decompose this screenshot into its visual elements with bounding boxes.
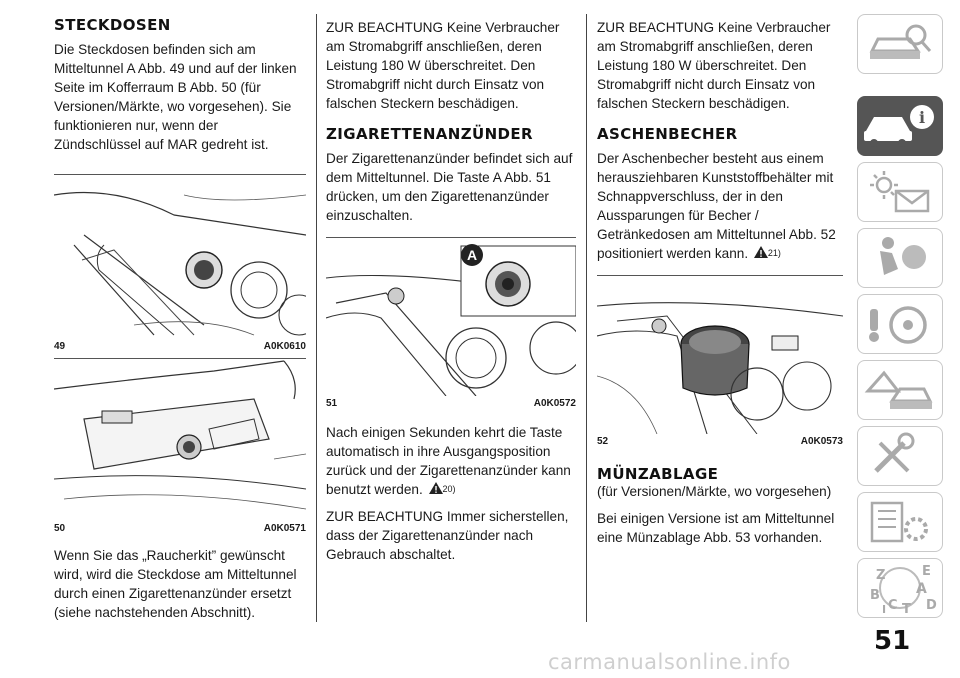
socket-illustration-49: [54, 175, 306, 339]
ashtray-illustration: [597, 276, 843, 434]
nav-tab-steering-wheel[interactable]: [857, 294, 943, 354]
reference-number: 20): [442, 484, 456, 494]
figure-number: 49: [54, 341, 66, 352]
index-icon: Z E A B C T D I: [870, 564, 937, 617]
paragraph: ZUR BEACHTUNG Keine Verbraucher am Strom…: [597, 20, 831, 111]
paragraph: ZUR BEACHTUNG Immer sicherstellen, dass …: [326, 509, 569, 562]
svg-text:i: i: [919, 108, 925, 127]
figure-number: 51: [326, 398, 338, 409]
index-letter: E: [922, 564, 931, 579]
car-info-icon: i: [864, 105, 934, 147]
page-number: 51: [874, 626, 911, 656]
warning-icon: [428, 482, 443, 494]
index-letter: Z: [876, 568, 885, 583]
index-letter: T: [902, 602, 911, 617]
column-divider: [316, 14, 317, 622]
column-2: ZUR BEACHTUNG Keine Verbraucher am Strom…: [326, 18, 576, 572]
nav-tab-airbag[interactable]: [857, 228, 943, 288]
figure-code: A0K0572: [533, 398, 576, 409]
figure-49: 49 A0K0610: [54, 174, 306, 352]
nav-tab-maintenance[interactable]: [857, 426, 943, 486]
index-letter: B: [870, 588, 880, 603]
wrench-icon: [874, 432, 915, 473]
figure-51: A 51 A0K0572: [326, 237, 576, 409]
paragraph-text: Der Aschenbecher besteht aus einem herau…: [597, 151, 836, 261]
car-search-icon: [869, 24, 932, 59]
car-breakdown-icon: [864, 370, 933, 409]
paragraph: Der Aschenbecher besteht aus einem herau…: [597, 149, 843, 263]
nav-tab-warning-lights[interactable]: [857, 162, 943, 222]
section-heading-zigarettenanzuender: ZIGARETTENANZÜNDER: [326, 125, 534, 143]
paragraph: Nach einigen Sekunden kehrt die Taste au…: [326, 423, 576, 499]
column-1: STECKDOSEN Die Steckdosen befinden sich …: [54, 16, 306, 630]
document-gear-icon: [870, 501, 928, 543]
socket-illustration-50: [54, 359, 306, 521]
section-heading-muenzablage: MÜNZABLAGE: [597, 465, 719, 483]
cigarette-lighter-illustration: A: [326, 238, 576, 396]
callout-a: A: [467, 247, 477, 263]
figure-number: 50: [54, 523, 66, 534]
warning-lights-icon: [870, 171, 930, 213]
paragraph: Wenn Sie das „Raucherkit” gewünscht wird…: [54, 548, 297, 620]
warning-icon: [753, 246, 768, 258]
figure-caption: 49 A0K0610: [54, 339, 306, 352]
paragraph: Bei einigen Versione ist am Mitteltunnel…: [597, 511, 835, 545]
figure-code: A0K0571: [263, 523, 306, 534]
index-letter: C: [888, 598, 898, 613]
figure-caption: 51 A0K0572: [326, 396, 576, 409]
nav-tab-car-search[interactable]: [857, 14, 943, 74]
watermark: carmanualsonline.info: [548, 650, 791, 674]
steering-wheel-icon: [869, 306, 927, 344]
reference-number: 21): [767, 248, 781, 258]
subheading: (für Versionen/Märkte, wo vorgesehen): [597, 484, 832, 499]
paragraph: ZUR BEACHTUNG Keine Verbraucher am Strom…: [326, 20, 560, 111]
nav-tab-car-breakdown[interactable]: [857, 360, 943, 420]
paragraph: Der Zigarettenanzünder befindet sich auf…: [326, 151, 573, 223]
figure-code: A0K0573: [800, 436, 843, 447]
column-3: ZUR BEACHTUNG Keine Verbraucher am Strom…: [597, 18, 843, 555]
figure-52: 52 A0K0573: [597, 275, 843, 447]
index-letter: A: [916, 581, 927, 597]
nav-tab-car-info[interactable]: i: [857, 96, 943, 156]
index-letter: I: [882, 603, 886, 616]
column-divider: [586, 14, 587, 622]
figure-50: 50 A0K0571: [54, 358, 306, 534]
index-letter: D: [926, 598, 937, 613]
section-heading-aschenbecher: ASCHENBECHER: [597, 125, 738, 143]
nav-tab-technical-data[interactable]: [857, 492, 943, 552]
figure-caption: 50 A0K0571: [54, 521, 306, 534]
section-heading-steckdosen: STECKDOSEN: [54, 16, 171, 34]
nav-tab-index[interactable]: Z E A B C T D I: [857, 558, 943, 618]
paragraph: Die Steckdosen befinden sich am Mitteltu…: [54, 42, 297, 152]
figure-caption: 52 A0K0573: [597, 434, 843, 447]
figure-number: 52: [597, 436, 609, 447]
airbag-icon: [880, 237, 926, 275]
figure-code: A0K0610: [263, 341, 306, 352]
paragraph-text: Nach einigen Sekunden kehrt die Taste au…: [326, 425, 571, 497]
